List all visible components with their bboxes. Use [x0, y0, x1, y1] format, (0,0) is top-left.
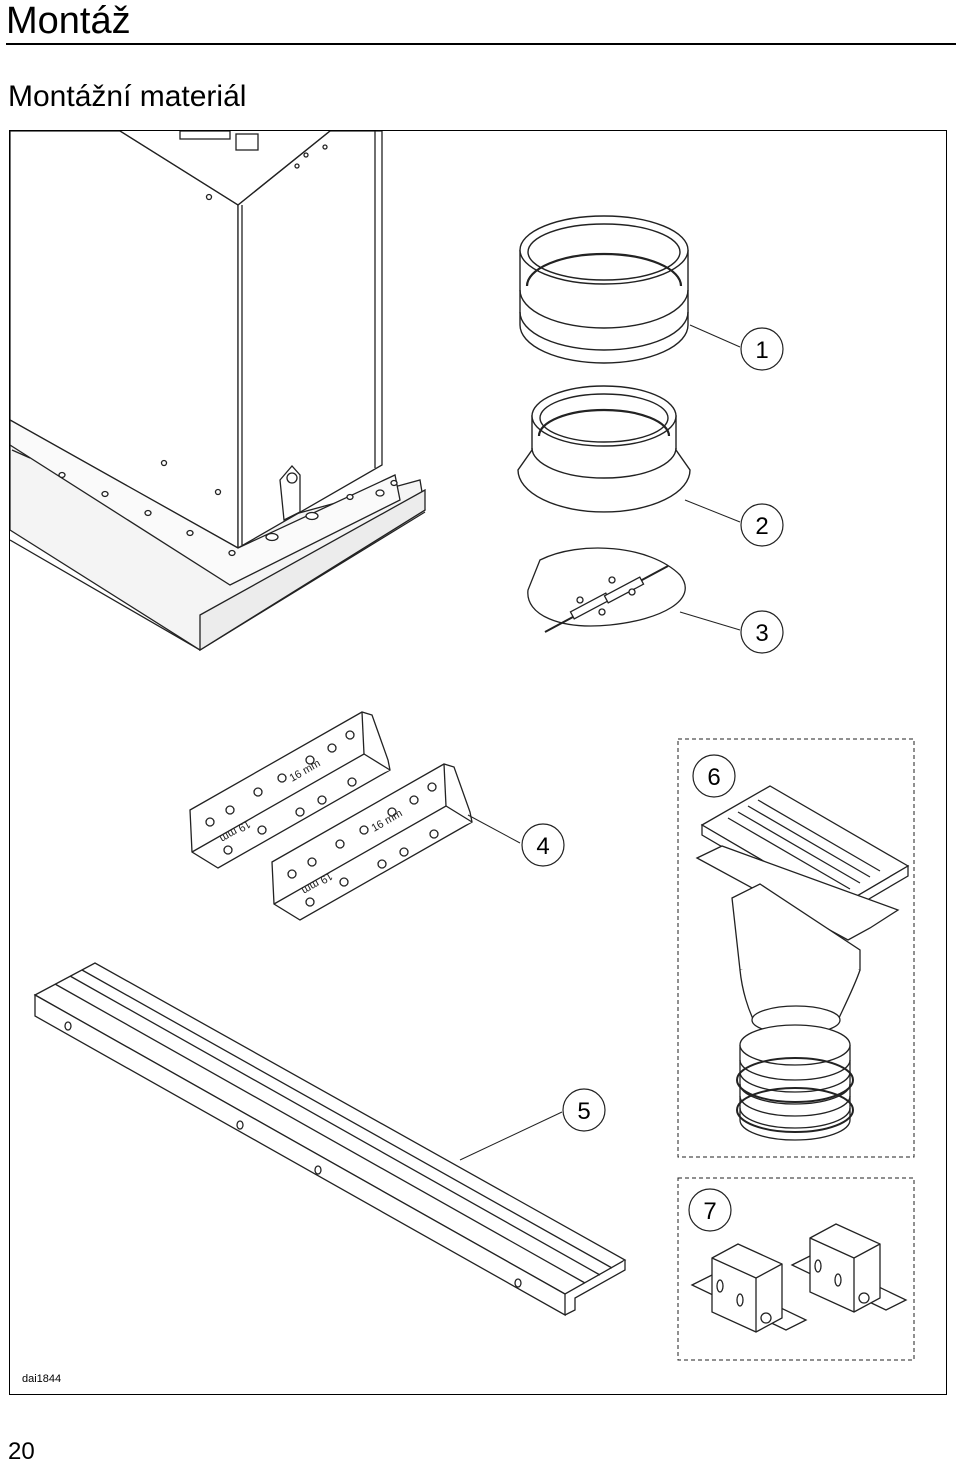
callout-1: 1: [755, 337, 768, 364]
part-4-brackets-drawing: [189, 711, 473, 921]
callout-2: 2: [755, 513, 768, 540]
page-subtitle: Montážní materiál: [8, 80, 247, 113]
part-7-connectors-drawing: [690, 1223, 908, 1333]
callout-leaders: [459, 324, 741, 1161]
part-1-collar-drawing: [519, 215, 689, 364]
callout-7: 7: [703, 1198, 716, 1225]
section-title: Montáž: [6, 0, 131, 42]
part-6-grille-drawing: [695, 785, 910, 1141]
figure-frame: [9, 130, 947, 1395]
callout-6: 6: [707, 764, 720, 791]
page-number: 20: [8, 1438, 35, 1465]
appliance-cabinet-drawing: [10, 131, 426, 652]
callout-3: 3: [755, 620, 768, 647]
part-7-box: [677, 1177, 915, 1361]
part-6-box: [677, 738, 915, 1158]
figure-id-label: dai1844: [22, 1373, 62, 1385]
part-3-cover-drawing: [527, 547, 686, 633]
part-5-rail-drawing: [33, 962, 627, 1317]
callout-markers: [521, 327, 784, 1232]
title-divider: [6, 43, 956, 45]
callout-4: 4: [536, 833, 549, 860]
part-2-collar-drawing: [517, 385, 691, 513]
callout-5: 5: [577, 1098, 590, 1125]
